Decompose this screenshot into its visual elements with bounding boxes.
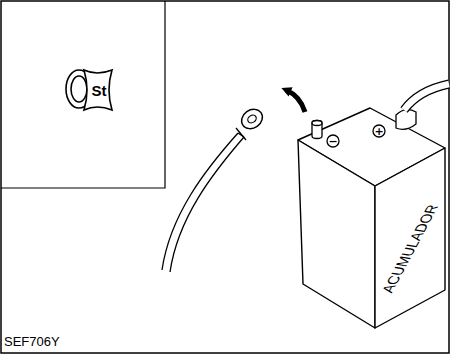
ignition-key-symbol bbox=[66, 70, 112, 110]
node-text: St bbox=[92, 82, 107, 99]
removal-arrow bbox=[286, 90, 305, 112]
positive-terminal bbox=[373, 84, 449, 137]
negative-terminal bbox=[312, 121, 339, 148]
figure-code: SEF706Y bbox=[4, 334, 60, 349]
negative-cable bbox=[162, 105, 266, 272]
plus-sign: + bbox=[374, 125, 383, 138]
node-text: ACUMULADOR bbox=[378, 205, 443, 293]
battery-body bbox=[298, 108, 445, 328]
inset-border bbox=[1, 1, 165, 188]
battery-label-face: ACUMULADOR bbox=[372, 188, 448, 310]
key-label-box: St bbox=[87, 74, 111, 106]
minus-sign: − bbox=[328, 135, 337, 148]
